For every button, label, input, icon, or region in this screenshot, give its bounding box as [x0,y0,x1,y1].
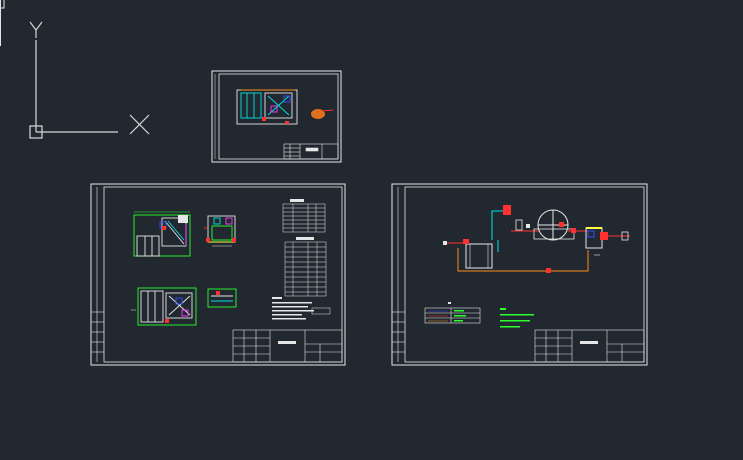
sheet-left-equipment-table [282,199,326,233]
sheet-top-title-block [283,143,339,160]
sheet-right-notes [500,308,534,328]
viewport-corner-marker [0,0,5,46]
sheet-top-plan-view [236,89,298,125]
sheet-right-legend [424,302,481,324]
ucs-x-axis-letter [129,114,150,135]
sheet-left-section-a [204,215,236,247]
sheet-left-notes [272,297,331,320]
sheet-left-title-block [232,329,343,363]
sheet-left-large[interactable] [90,183,346,366]
sheet-top-small[interactable] [211,70,342,163]
sheet-left-plan-a [133,211,191,257]
sheet-right-title-block [534,329,645,363]
sheet-left-section-b [207,288,237,308]
sheet-left-plan-b [131,287,197,326]
sheet-left-material-table [284,237,327,297]
sheet-top-pump-symbol [311,109,334,119]
ucs-y-axis-letter [29,21,43,38]
sheet-right-large[interactable] [391,183,648,366]
ucs-icon [29,21,150,139]
sheet-left-binding-strip [91,187,104,362]
sheet-right-process-flow [443,205,630,273]
sheet-right-binding-strip [392,187,405,362]
